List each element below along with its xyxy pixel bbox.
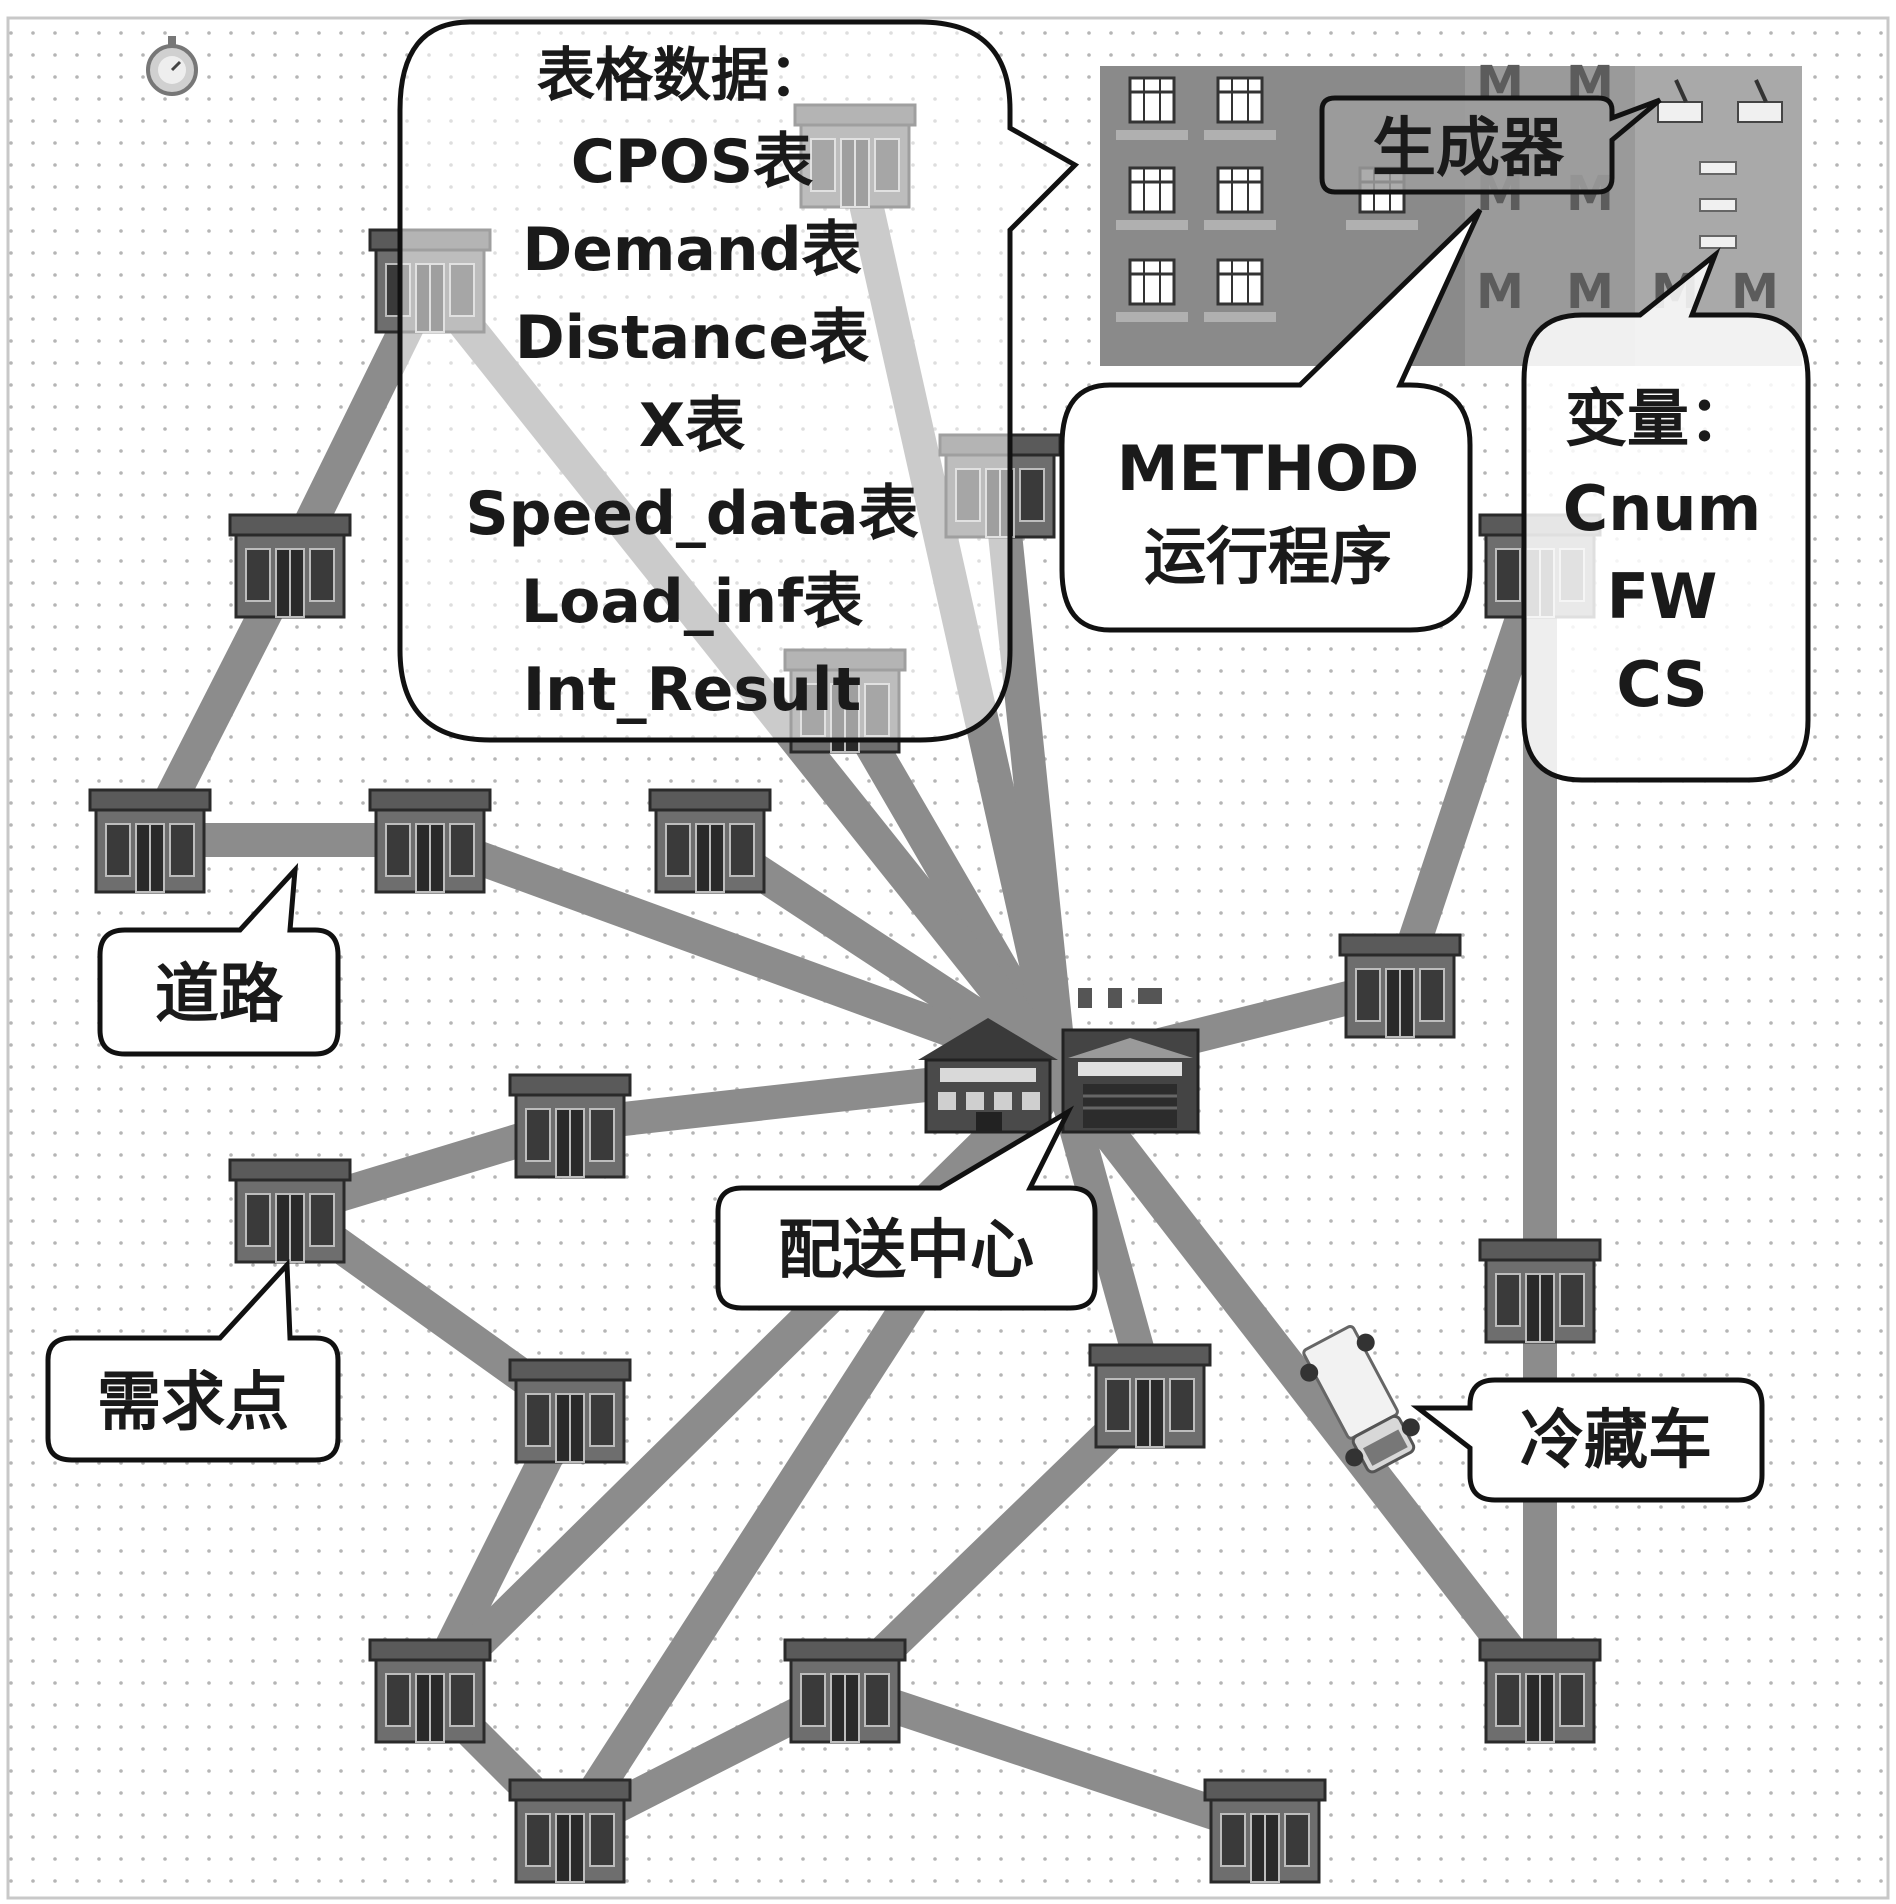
store-building-icon[interactable] bbox=[508, 1778, 632, 1884]
road-segment[interactable] bbox=[418, 1057, 1072, 1703]
variable-item: FW bbox=[1607, 560, 1718, 633]
store-building-icon[interactable] bbox=[783, 1638, 907, 1744]
store-building-icon[interactable] bbox=[1203, 1778, 1327, 1884]
store-building-icon[interactable] bbox=[88, 788, 212, 894]
generator-label: 生成器 bbox=[1372, 112, 1565, 186]
store-building-icon[interactable] bbox=[368, 1638, 492, 1744]
table-item: X表 bbox=[639, 391, 745, 461]
table-item: Distance表 bbox=[515, 303, 869, 373]
callout-method: METHOD 运行程序 bbox=[1059, 208, 1483, 633]
table-grid-icon[interactable] bbox=[1204, 166, 1276, 230]
variable-icon[interactable] bbox=[1737, 79, 1783, 123]
store-building-icon[interactable] bbox=[648, 788, 772, 894]
table-item: Load_inf表 bbox=[521, 567, 863, 637]
road-segment[interactable] bbox=[1046, 1059, 1554, 1701]
refrigerated-truck[interactable] bbox=[1291, 1319, 1429, 1481]
variable-icon[interactable] bbox=[1699, 235, 1737, 249]
tables-title: 表格数据： bbox=[537, 41, 827, 109]
variable-item: Cnum bbox=[1563, 472, 1761, 545]
warehouse-icon bbox=[918, 988, 1200, 1134]
demand-point-label: 需求点 bbox=[97, 1366, 289, 1440]
callout-center: 配送中心 bbox=[715, 1105, 1098, 1311]
method-m-icon[interactable]: M bbox=[1476, 264, 1524, 320]
road-segment[interactable] bbox=[1383, 559, 1557, 991]
callout-generator: 生成器 bbox=[1319, 95, 1662, 195]
method-line1: METHOD bbox=[1117, 432, 1419, 505]
variables-title: 变量： bbox=[1565, 382, 1751, 455]
callout-tables: 表格数据： CPOS表 Demand表 Distance表 X表 Speed_data表… bbox=[397, 19, 1080, 743]
method-m-icon[interactable]: M bbox=[1566, 264, 1614, 320]
store-building-icon[interactable] bbox=[1478, 1238, 1602, 1344]
store-building-icon[interactable] bbox=[1478, 1638, 1602, 1744]
callout-road: 道路 bbox=[97, 862, 341, 1057]
table-item: Speed_data表 bbox=[465, 479, 918, 549]
distribution-center[interactable] bbox=[918, 988, 1200, 1134]
table-grid-icon[interactable] bbox=[1204, 76, 1276, 140]
table-item: CPOS表 bbox=[571, 127, 813, 197]
method-line2: 运行程序 bbox=[1144, 520, 1392, 593]
store-building-icon[interactable] bbox=[368, 788, 492, 894]
table-grid-icon[interactable] bbox=[1116, 76, 1188, 140]
table-items-list: CPOS表 Demand表 Distance表 X表 Speed_data表 Load_i… bbox=[465, 127, 918, 725]
store-building-icon[interactable] bbox=[1338, 933, 1462, 1039]
method-m-icon[interactable]: M bbox=[1731, 264, 1779, 320]
table-item: Int_Result bbox=[523, 655, 861, 725]
store-building-icon[interactable] bbox=[508, 1358, 632, 1464]
road-label: 道路 bbox=[155, 958, 284, 1032]
table-grid-icon[interactable] bbox=[1116, 258, 1188, 322]
road-segment[interactable] bbox=[424, 824, 1066, 1086]
store-building-icon[interactable] bbox=[1088, 1343, 1212, 1449]
center-label: 配送中心 bbox=[778, 1214, 1034, 1288]
truck-label: 冷藏车 bbox=[1520, 1404, 1712, 1478]
variable-icon[interactable] bbox=[1657, 79, 1703, 123]
variable-icon[interactable] bbox=[1699, 161, 1737, 175]
road-segment[interactable] bbox=[839, 1673, 1271, 1847]
store-building-icon[interactable] bbox=[508, 1073, 632, 1179]
stopwatch-icon[interactable] bbox=[146, 36, 198, 96]
callout-truck: 冷藏车 bbox=[1410, 1377, 1765, 1503]
table-grid-icon[interactable] bbox=[1204, 258, 1276, 322]
store-building-icon[interactable] bbox=[228, 513, 352, 619]
refrigerated-truck-icon bbox=[1300, 1324, 1420, 1474]
variable-icon[interactable] bbox=[1699, 198, 1737, 212]
store-building-icon[interactable] bbox=[228, 1158, 352, 1264]
table-item: Demand表 bbox=[522, 215, 861, 285]
variable-item: CS bbox=[1616, 648, 1707, 721]
callout-demand-point: 需求点 bbox=[45, 1258, 341, 1463]
table-grid-icon[interactable] bbox=[1116, 166, 1188, 230]
